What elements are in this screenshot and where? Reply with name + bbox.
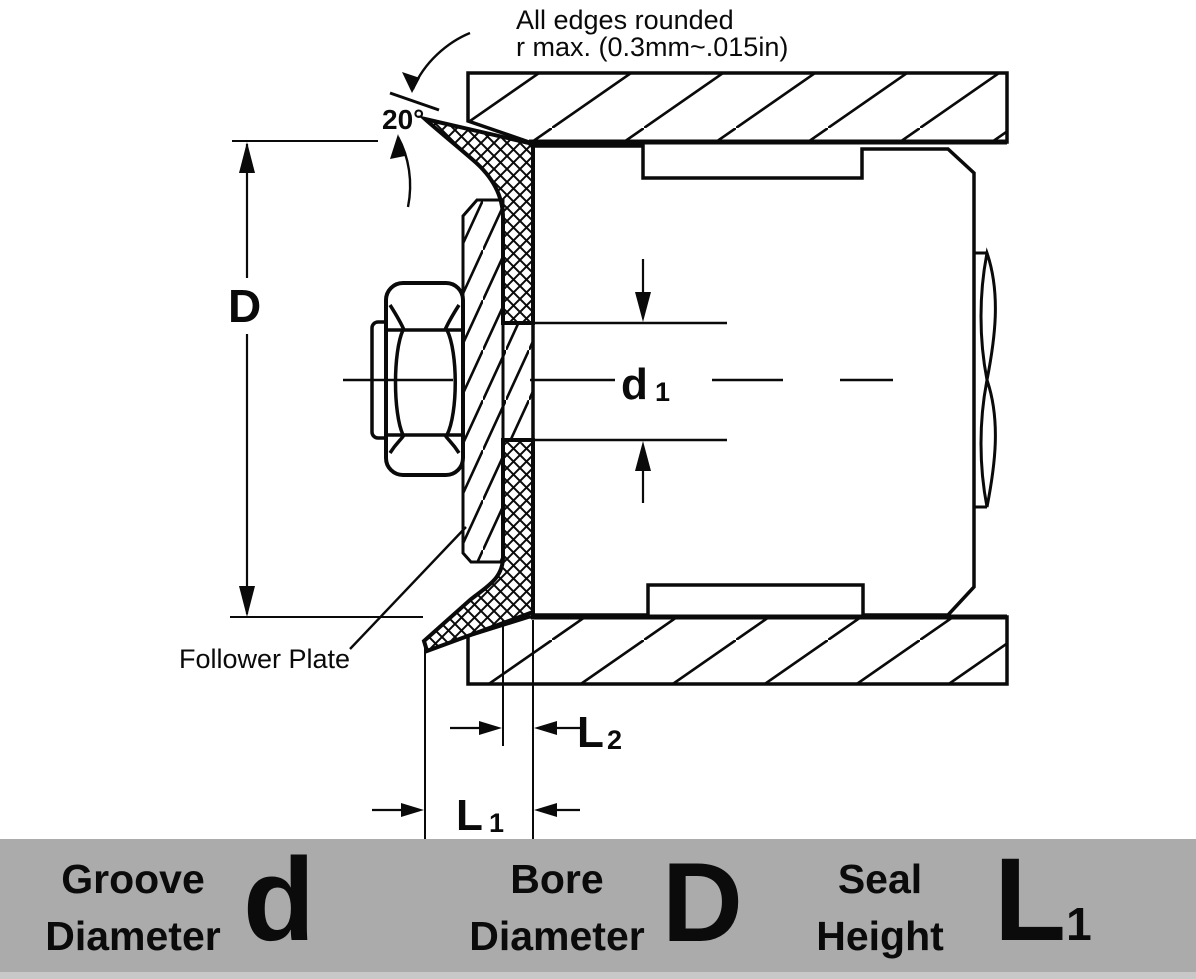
cylinder-wall-bottom [466,615,1009,686]
dimension-L2: L 2 [450,620,622,839]
piston-crown-lower [979,374,997,508]
legend-bore-line1: Bore [510,856,604,902]
seal-lower-lip [421,438,535,654]
legend-bottom-strip [0,972,1196,979]
piston-crown-steps [974,251,987,509]
edge-note-leader [411,31,471,90]
dim-L1-subscript: 1 [489,808,504,838]
legend-item-bore-diameter: Bore Diameter [442,851,672,965]
legend-seal-line2: Height [816,913,944,959]
follower-plate [461,198,535,564]
dim-L1-label: L [456,791,483,839]
edge-note-arrowhead [402,72,420,93]
follower-plate-label: Follower Plate [179,644,350,674]
follower-plate-hub [501,321,535,442]
follower-plate-callout: Follower Plate [179,526,467,674]
legend-symbol-d: d [243,841,315,979]
lip-angle-callout: 20° [382,91,440,208]
dim-d1-arrow-down [635,292,651,322]
legend-symbol-L1: L1 [994,841,1092,979]
dim-L2-extension-lines [502,620,534,839]
legend-symbol-D-glyph: D [662,840,743,965]
legend-symbol-d-glyph: d [243,834,316,966]
legend-groove-line1: Groove [61,856,205,902]
dim-L2-arrow-left [534,721,557,735]
cylinder-wall-top-section [466,71,1009,144]
legend-bore-line2: Diameter [469,913,645,959]
u-cup-seal [417,115,535,654]
dim-L1-arrow-right [401,803,424,817]
legend-symbol-L1-glyph: L [994,834,1067,966]
follower-plate-section [461,198,505,564]
hex-nut-facet-arcs [388,304,461,454]
dim-d1-arrow-up [635,441,651,471]
bore-surfaces [529,139,1007,620]
legend-symbol-L1-subscript: 1 [1066,898,1092,950]
legend-item-seal-height: Seal Height [765,851,995,965]
dim-d1-feature-lines [515,321,727,442]
legend-banner: Groove Diameter d Bore Diameter D Seal H… [0,839,1196,979]
dimension-L1: L 1 [372,642,580,839]
angle-arc-arrowhead [390,134,405,159]
follower-plate-leader [349,526,467,650]
dim-d1-subscript: 1 [655,377,670,407]
dim-L2-label: L [577,708,604,757]
dim-L2-subscript: 2 [607,725,622,755]
angle-reference-line [389,91,440,112]
dim-D-extension-lines [230,140,423,618]
dim-D-label: D [228,280,261,332]
dim-D-arrow-down [239,586,255,617]
dim-L1-arrow-left [534,803,557,817]
edge-rounding-note: All edges rounded r max. (0.3mm~.015in) [402,5,788,93]
angle-arc [396,136,412,208]
seal-upper-lip [417,115,535,325]
angle-label: 20° [382,104,424,135]
cross-section-drawing: D d 1 L 2 L 1 [179,5,1009,839]
legend-symbol-D: D [662,847,743,979]
edge-note-line1: All edges rounded [516,5,734,35]
edge-note-line2: r max. (0.3mm~.015in) [516,32,788,62]
dim-d1-label: d [621,360,648,409]
legend-item-groove-diameter: Groove Diameter [18,851,248,965]
dimension-D: D [228,140,423,618]
cylinder-wall-top [466,71,1009,144]
dimension-d1: d 1 [515,259,727,503]
dim-L2-arrow-right [479,721,502,735]
piston-crown-upper [979,247,997,381]
dim-D-arrow-up [239,142,255,173]
legend-groove-line2: Diameter [45,913,221,959]
legend-seal-line1: Seal [837,856,923,902]
cylinder-wall-bottom-section [466,615,1009,686]
